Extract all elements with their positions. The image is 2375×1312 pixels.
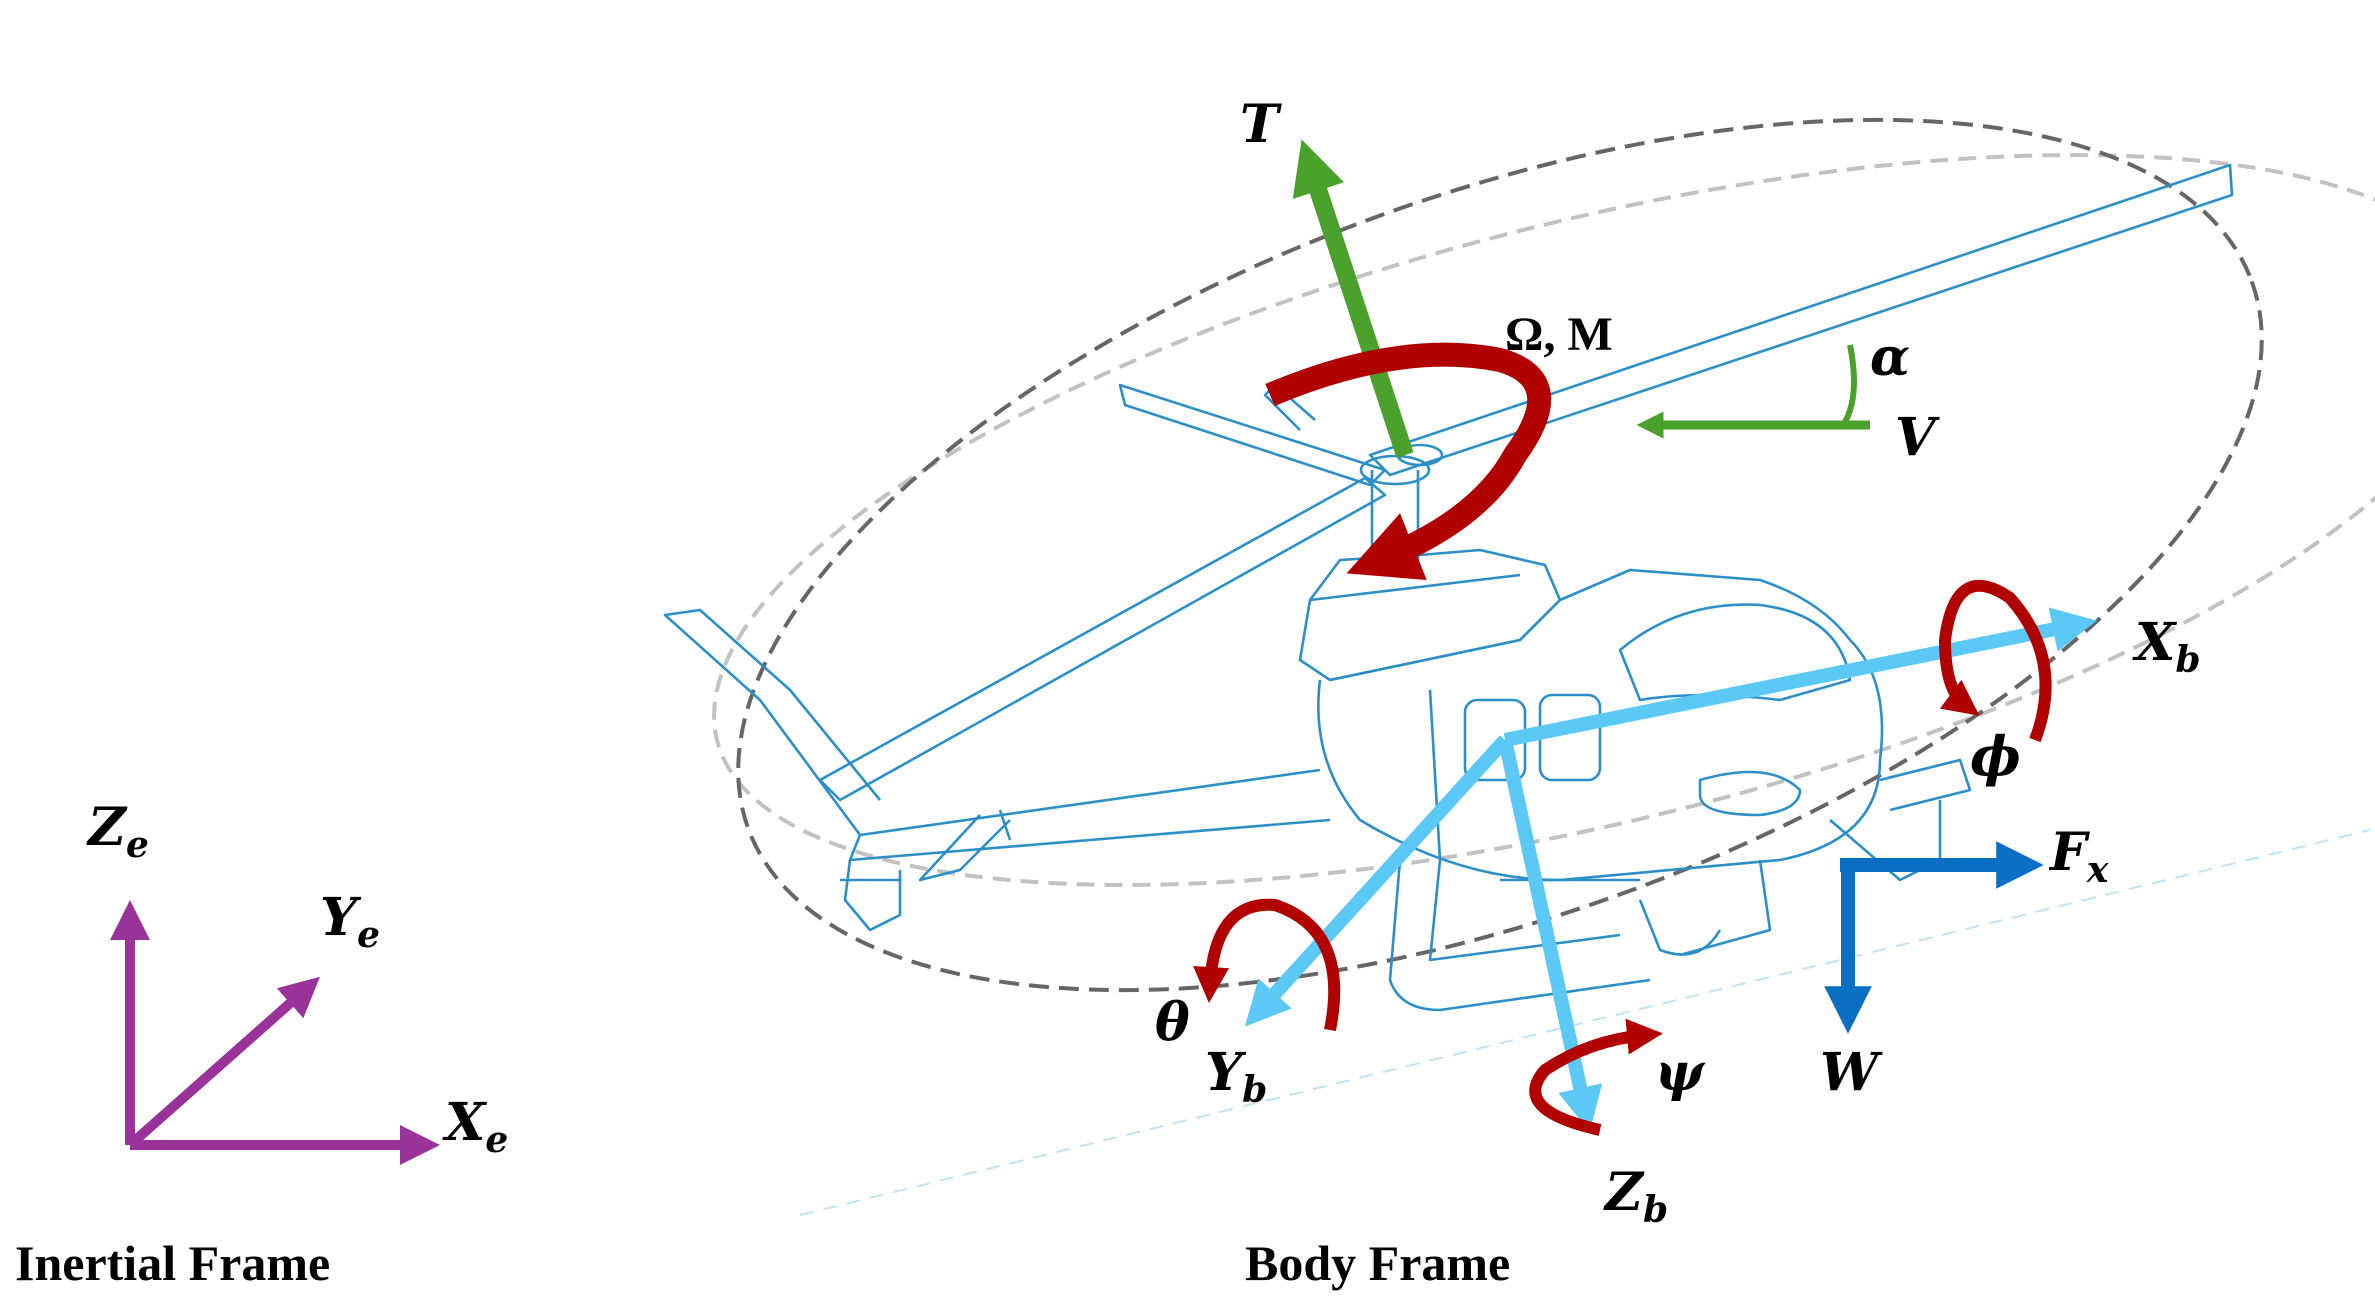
zb-label: Zb (1603, 1162, 1668, 1231)
thrust-label: T (1240, 94, 1282, 155)
xb-label: Xb (2132, 612, 2201, 681)
ground-line (799, 829, 2371, 1216)
yaw-label: ψ (1655, 1042, 1706, 1103)
body-frame-caption: Body Frame (1245, 1235, 1510, 1291)
xb-axis-arrow (1503, 607, 2097, 747)
pitch-label: θ (1155, 992, 1190, 1053)
yaw-moment-arrow (1529, 1018, 1663, 1136)
rotor-disk-light (712, 153, 2375, 887)
inertial-frame (110, 900, 440, 1165)
fx-label: Fx (2048, 822, 2109, 891)
roll-moment-arrow (1938, 579, 2052, 743)
weight-label: W (1820, 1042, 1883, 1103)
aoa-label: α (1870, 327, 1910, 388)
ye-label: Ye (320, 887, 380, 956)
yb-label: Yb (1205, 1042, 1267, 1111)
roll-label: ϕ (1970, 724, 2021, 788)
aoa-arc (1842, 344, 1857, 424)
ye-axis-arrow (126, 976, 320, 1149)
rotor-label: Ω, M (1505, 308, 1613, 361)
pitch-moment-arrow (1193, 898, 1341, 1032)
rotor-moment-arrow (1265, 342, 1552, 581)
velocity-label: V (1895, 407, 1940, 468)
ze-label: Ze (86, 797, 149, 866)
inertial-frame-caption: Inertial Frame (15, 1235, 330, 1291)
rotor-disk-dark (736, 117, 2264, 993)
yb-axis-arrow (1244, 735, 1511, 1027)
thrust-arrow (1292, 139, 1414, 458)
xe-label: Xe (442, 1092, 508, 1161)
